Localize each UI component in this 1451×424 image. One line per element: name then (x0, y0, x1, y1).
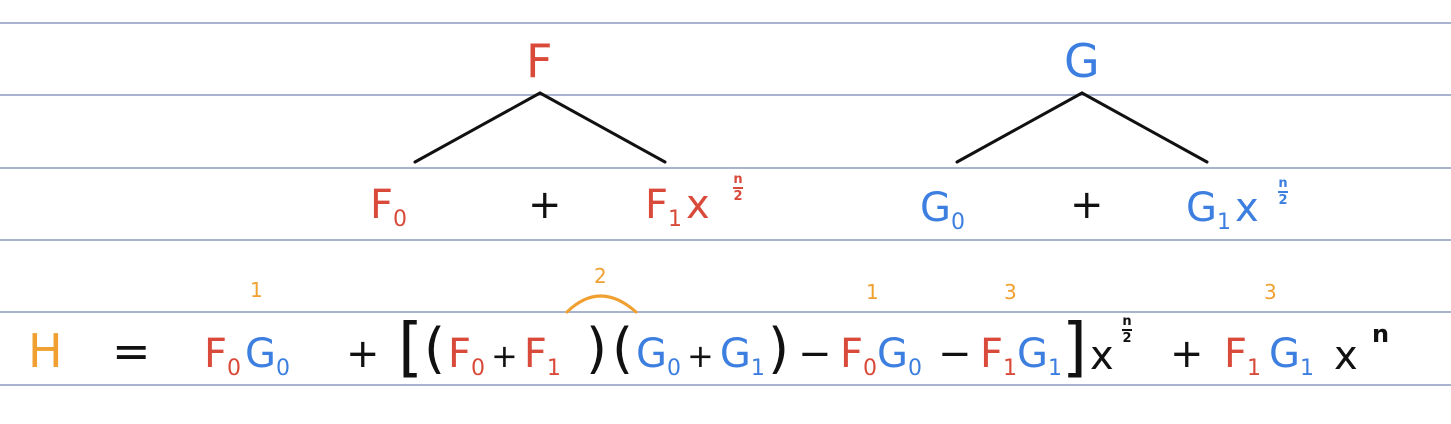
plus-sign: + (687, 337, 714, 375)
subscript: 1 (668, 207, 683, 232)
tree-g-left-term: G0 (920, 188, 965, 234)
exponent-numerator: n (733, 172, 743, 187)
sum-f0-f1: F0+F1 (448, 334, 561, 380)
subscript: 1 (750, 356, 765, 381)
tree-f-left-term: F0 (370, 185, 407, 231)
symbol: G (636, 331, 667, 377)
variable-x: x (1334, 333, 1358, 379)
symbol: F (204, 331, 228, 377)
exponent-denominator: 2 (733, 189, 743, 204)
symbol: G (1017, 331, 1049, 377)
ruled-line (0, 167, 1451, 169)
right-paren: ) (586, 317, 608, 380)
plus-sign: + (346, 331, 380, 377)
exponent-numerator: n (1278, 176, 1288, 191)
symbol: G (719, 331, 751, 377)
symbol: G (1186, 185, 1217, 231)
annotation-mark: 1 (866, 280, 879, 304)
symbol: F (980, 331, 1004, 377)
symbol: F (840, 331, 864, 377)
subscript: 0 (276, 356, 291, 381)
symbol: F (1224, 331, 1248, 377)
branch-f-right (538, 91, 667, 164)
annotation-mark: 2 (594, 264, 607, 288)
exponent-numerator: n (1122, 314, 1132, 329)
subscript: 0 (667, 356, 681, 381)
branch-g-right (1080, 91, 1209, 164)
plus-sign: + (1170, 331, 1204, 377)
exponent-denominator: 2 (1278, 193, 1288, 208)
minus-sign: − (798, 331, 832, 377)
symbol: G (920, 185, 951, 231)
ruled-line (0, 22, 1451, 24)
subscript: 1 (1247, 356, 1262, 381)
branch-f-left (413, 91, 542, 164)
tree-g-root: G (1064, 34, 1100, 88)
ruled-line (0, 311, 1451, 313)
subscript: 1 (1300, 356, 1315, 381)
branch-g-left (955, 91, 1084, 164)
variable-x: x (1235, 185, 1259, 231)
subscript: 0 (227, 356, 242, 381)
subscript: 1 (1217, 210, 1231, 235)
term-f1g1: F1G1 (980, 334, 1062, 380)
tree-f-plus: + (528, 182, 562, 228)
exponent-denominator: 2 (1122, 331, 1132, 346)
left-bracket: [ (398, 311, 423, 385)
subscript: 1 (1048, 356, 1063, 381)
subscript: 0 (471, 356, 486, 381)
term-f0g0: F0G0 (840, 334, 922, 380)
ruled-line (0, 239, 1451, 241)
tree-g-plus: + (1070, 182, 1104, 228)
annotation-mark: 1 (250, 278, 263, 302)
subscript: 0 (908, 356, 923, 381)
subscript: 1 (1003, 356, 1018, 381)
variable-x: x (686, 182, 710, 228)
symbol: G (1269, 331, 1301, 377)
sum-g0-g1: G0+G1 (636, 334, 765, 380)
equation-lhs: H (28, 324, 63, 378)
symbol: G (245, 331, 277, 377)
symbol: F (448, 331, 472, 377)
right-paren: ) (768, 317, 790, 380)
tree-f-root: F (526, 34, 553, 88)
subscript: 0 (951, 210, 965, 235)
right-bracket: ] (1062, 311, 1087, 385)
annotation-mark: 3 (1004, 280, 1017, 304)
symbol: F (523, 331, 547, 377)
symbol: F (370, 182, 394, 228)
subscript: 1 (546, 356, 561, 381)
plus-sign: + (491, 337, 518, 375)
equation-equals: = (112, 324, 151, 378)
ruled-line (0, 384, 1451, 386)
left-paren: ( (612, 317, 634, 380)
symbol: G (877, 331, 909, 377)
subscript: 0 (393, 207, 408, 232)
ruled-line (0, 94, 1451, 96)
subscript: 0 (863, 356, 878, 381)
minus-sign: − (938, 331, 972, 377)
symbol: F (645, 182, 669, 228)
annotation-mark: 3 (1264, 280, 1277, 304)
grouping-arc (565, 294, 638, 314)
exponent-n: n (1372, 320, 1390, 348)
left-paren: ( (424, 317, 446, 380)
variable-x: x (1090, 333, 1114, 379)
